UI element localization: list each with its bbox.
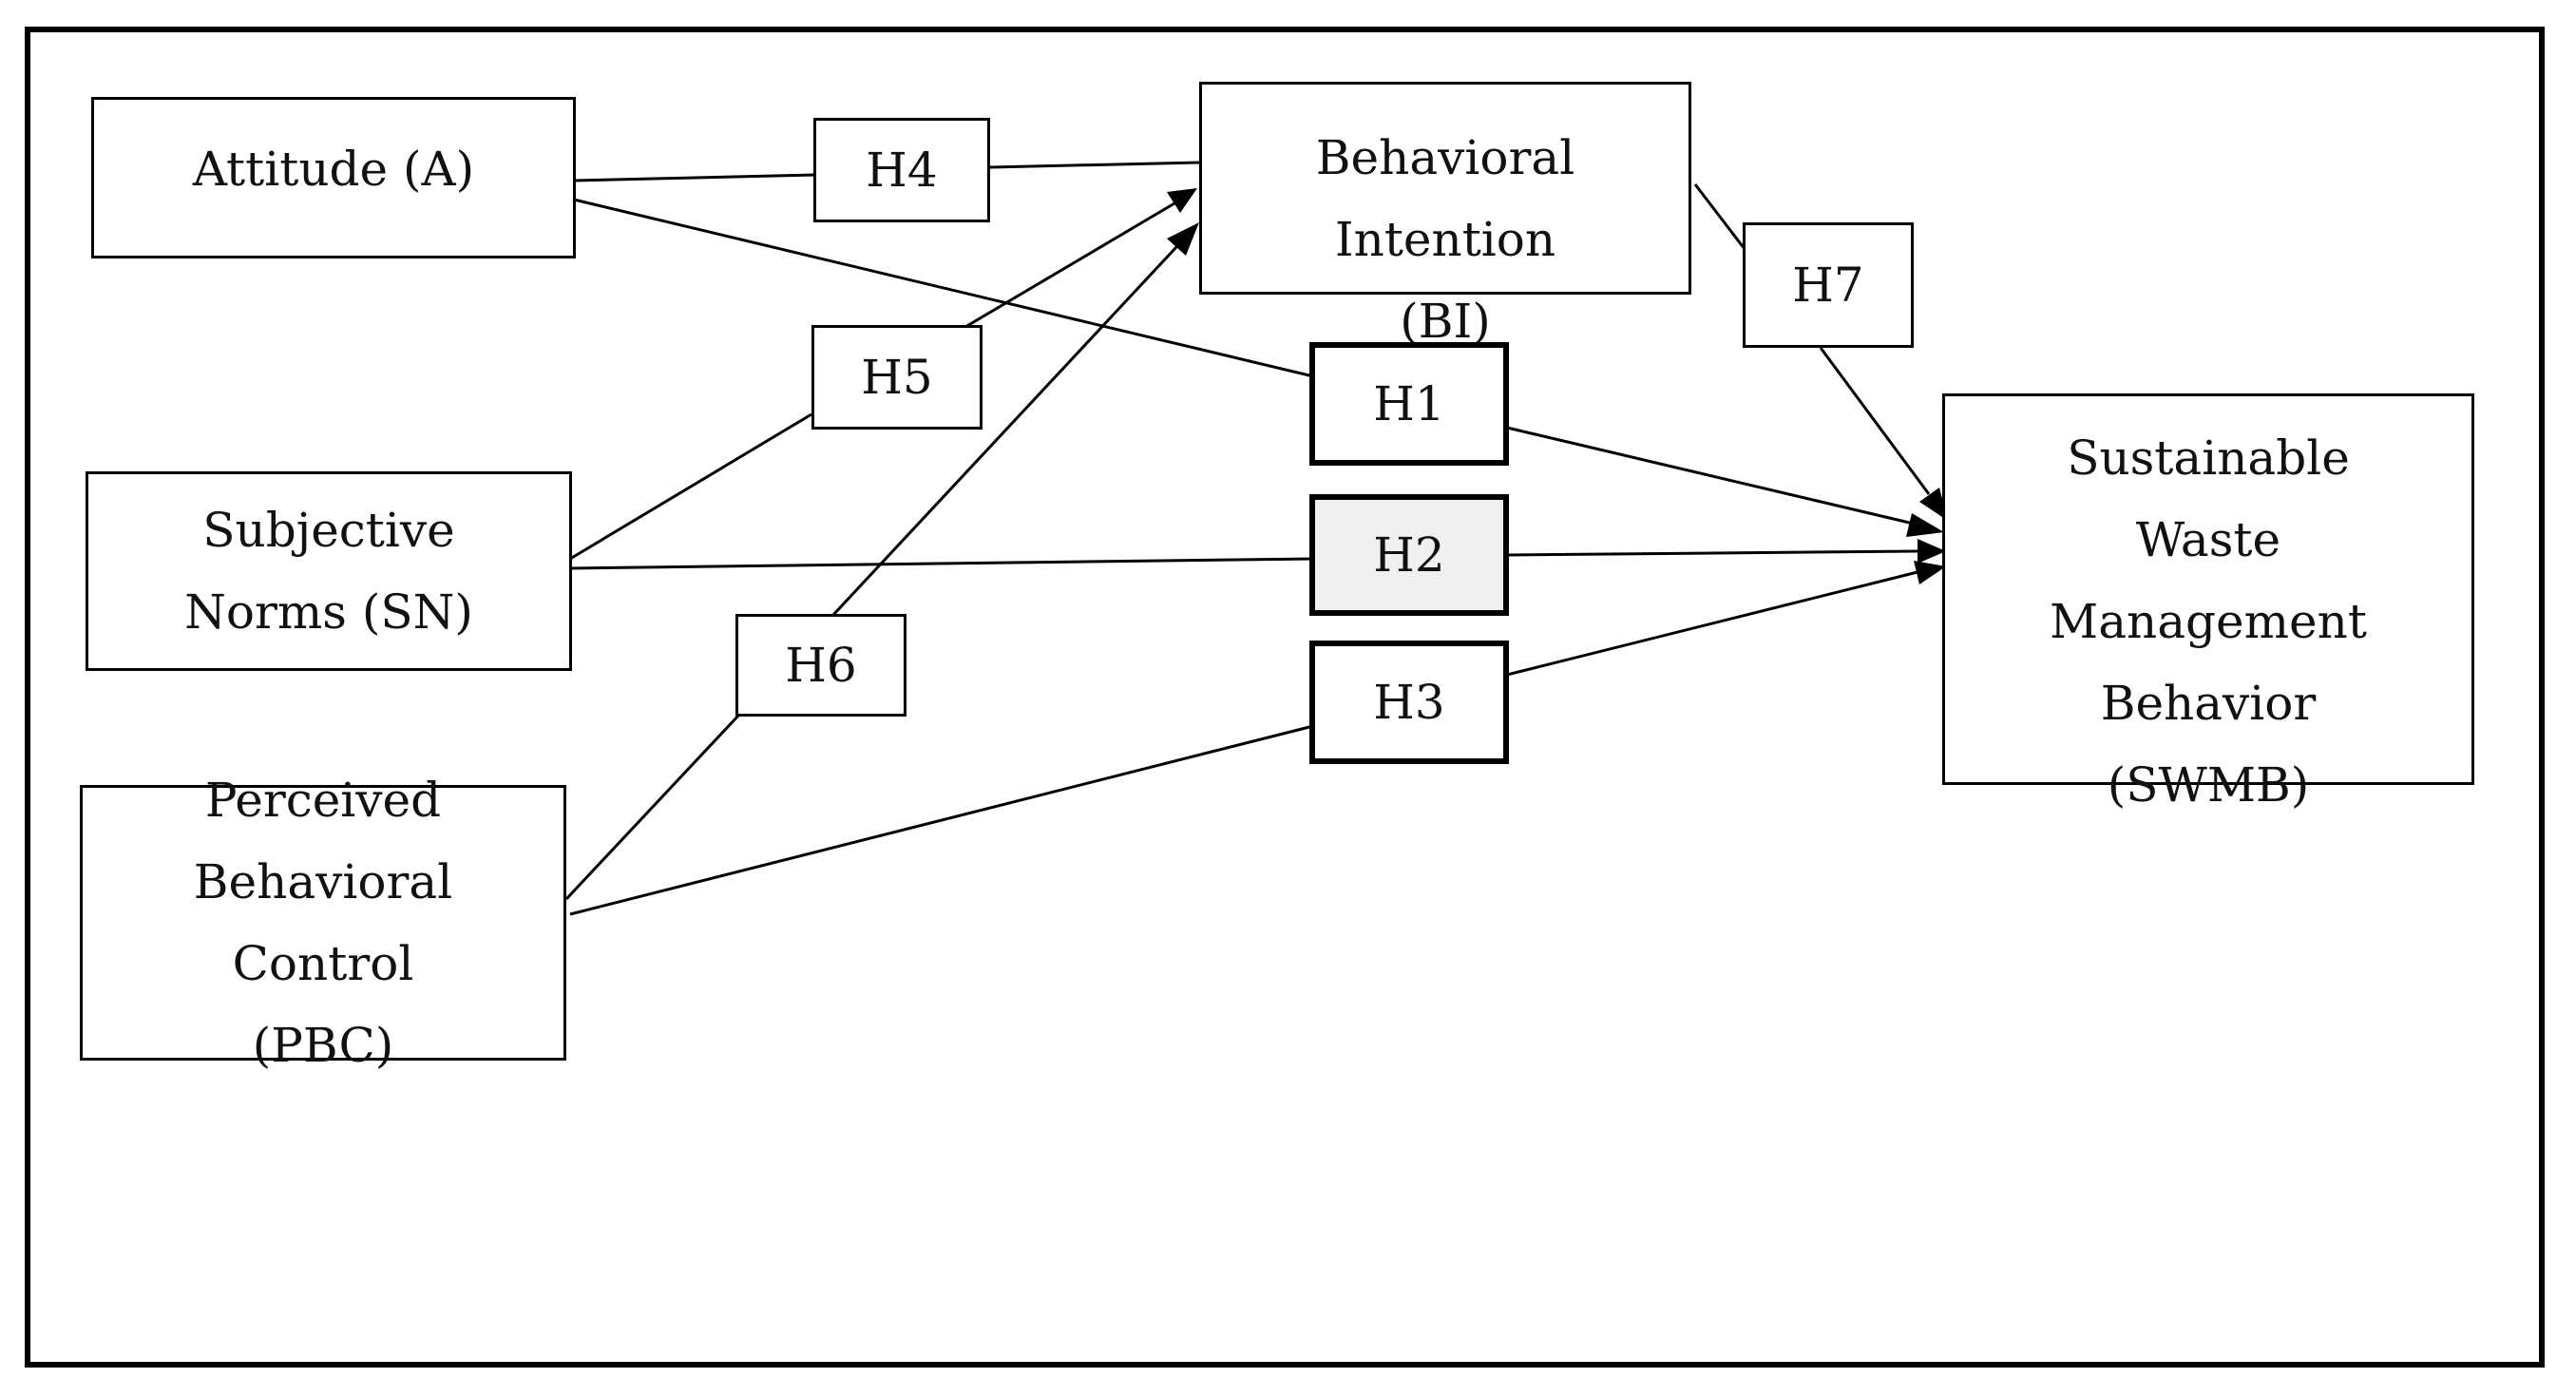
- behavioral-intention-label: Behavioral Intention (BI): [1315, 130, 1575, 349]
- hypothesis-h7-label: H7: [1792, 258, 1864, 313]
- arrowhead-swmb-h3: [1914, 561, 1946, 584]
- link-sn-h5: [569, 412, 812, 561]
- subjective-norms-box: Subjective Norms (SN): [86, 471, 572, 671]
- hypothesis-h5-box: H5: [811, 325, 983, 430]
- link-h1-swmb: [1506, 426, 1918, 526]
- subjective-norms-label: Subjective Norms (SN): [184, 503, 473, 640]
- hypothesis-h2-label: H2: [1373, 527, 1445, 583]
- hypothesis-h4-box: H4: [813, 118, 990, 222]
- arrowhead-swmb-h7: [1919, 488, 1948, 521]
- hypothesis-h5-label: H5: [861, 350, 933, 405]
- link-sn-h2: [569, 557, 1314, 570]
- link-h5-bi: [964, 201, 1175, 329]
- arrowhead-bi-h6: [1167, 222, 1199, 256]
- swmb-label: Sustainable Waste Management Behavior (S…: [2050, 431, 2367, 813]
- arrowhead-swmb-h1: [1906, 513, 1944, 537]
- diagram-frame: [25, 27, 2545, 1368]
- link-h6-bi: [830, 245, 1178, 618]
- attitude-label: Attitude (A): [192, 142, 475, 197]
- hypothesis-h3-label: H3: [1373, 675, 1445, 730]
- link-h2-swmb: [1506, 549, 1918, 557]
- hypothesis-h7-box: H7: [1743, 222, 1914, 348]
- hypothesis-h1-label: H1: [1373, 376, 1445, 431]
- hypothesis-h2-box: H2: [1309, 494, 1509, 616]
- link-h4-bi: [989, 161, 1200, 169]
- behavioral-intention-box: Behavioral Intention (BI): [1199, 82, 1691, 349]
- link-pbc-h3: [569, 724, 1314, 916]
- perceived-behavioral-control-box: Perceived Behavioral Control (PBC): [80, 773, 566, 1073]
- arrowhead-swmb-h2: [1918, 539, 1946, 564]
- link-h7-swmb: [1819, 347, 1931, 495]
- arrowhead-bi-h5: [1167, 188, 1197, 213]
- perceived-behavioral-control-label: Perceived Behavioral Control (PBC): [193, 773, 453, 1073]
- hypothesis-h4-label: H4: [866, 143, 938, 198]
- attitude-box: Attitude (A): [91, 97, 576, 258]
- link-pbc-h6: [564, 713, 741, 901]
- hypothesis-h3-box: H3: [1309, 641, 1509, 764]
- swmb-box: Sustainable Waste Management Behavior (S…: [1942, 393, 2474, 813]
- link-h3-swmb: [1506, 570, 1918, 677]
- hypothesis-h6-label: H6: [785, 638, 857, 693]
- link-bi-h7: [1693, 183, 1746, 250]
- hypothesis-h1-box: H1: [1309, 342, 1509, 466]
- link-attitude-h1: [573, 198, 1314, 378]
- hypothesis-h6-box: H6: [735, 614, 906, 717]
- link-attitude-h4: [573, 173, 816, 182]
